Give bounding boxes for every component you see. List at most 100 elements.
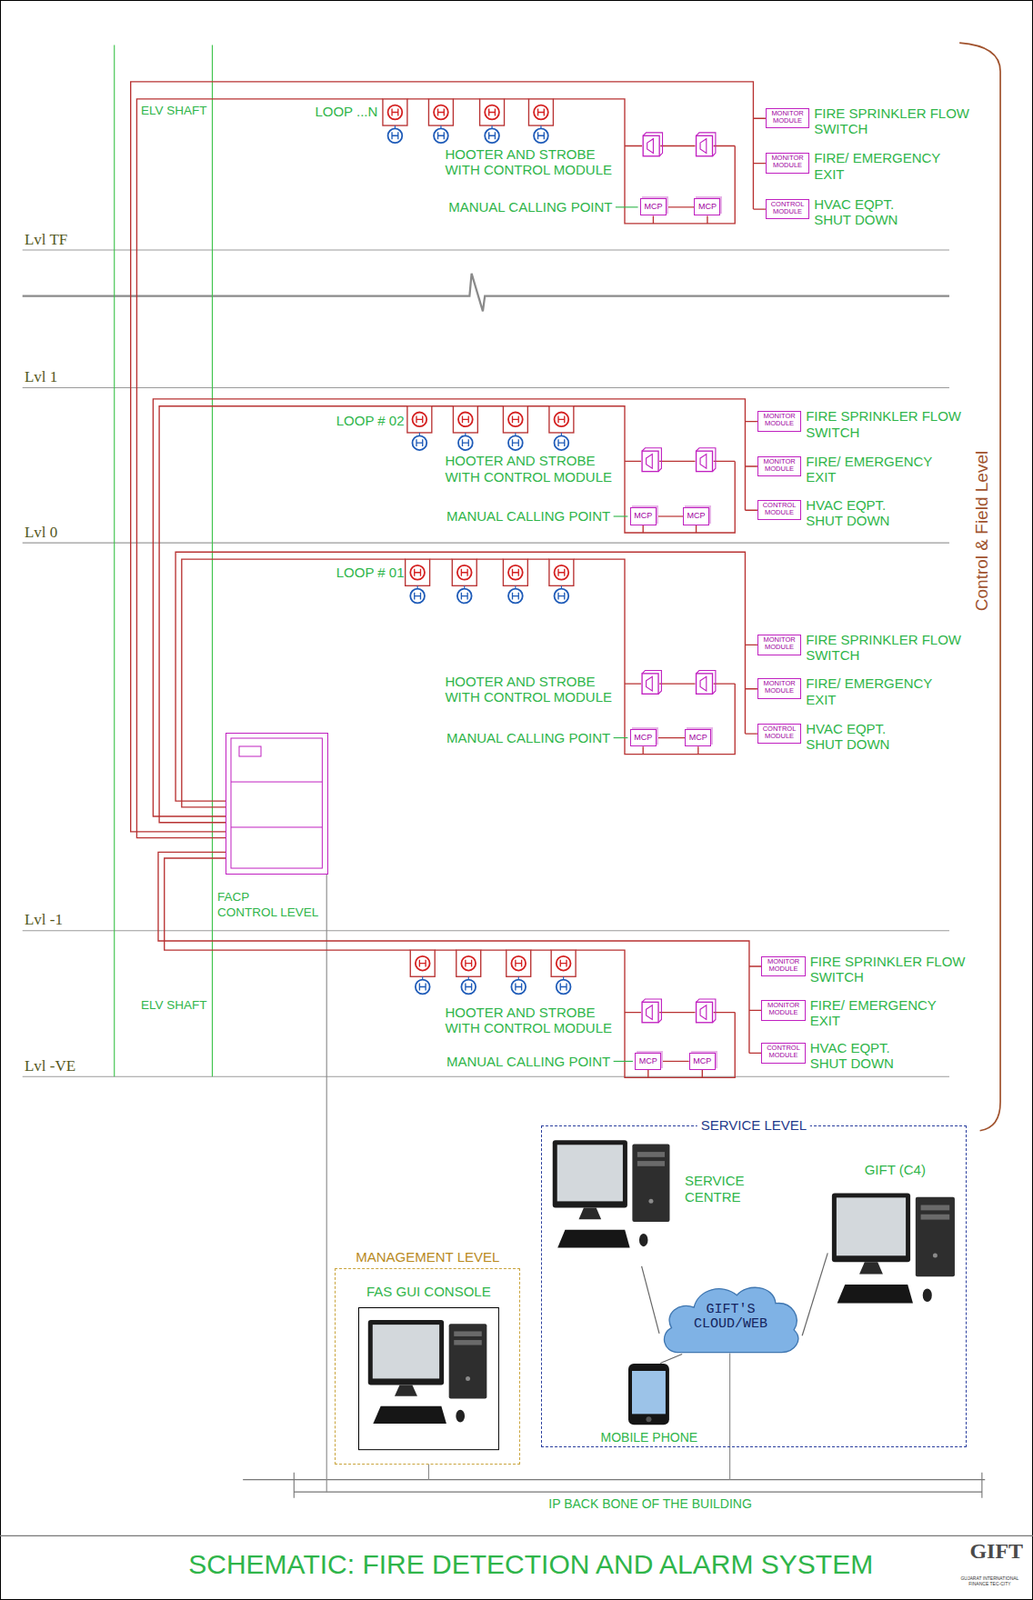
hooter-strobe [696,673,713,694]
module-box: MONITOR MODULEFIRE SPRINKLER FLOW SWITCH [757,634,802,655]
smoke-detector [458,435,473,451]
service-level-region: SERVICE CENTREGIFT (C4)GIFT'S CLOUD/WEBM… [541,1125,967,1448]
connector [641,1266,660,1334]
node-text: GIFT (C4) [827,1162,963,1178]
detector-glyph [416,415,423,423]
manual-call-point: MCP [630,507,657,525]
manual-call-point: MCP [640,198,667,216]
detector-glyph [465,983,472,992]
hooter-depth [696,448,716,472]
node-illustration [226,733,327,873]
hooter-depth [696,671,716,695]
heat-detector [412,412,428,428]
pc-tower [915,1196,955,1277]
management-level-region: FAS GUI CONSOLEMANAGEMENT LEVEL [334,1268,521,1465]
detector-glyph [558,569,565,577]
monitor-stand [860,1262,884,1274]
detector-glyph [461,592,468,601]
node-text: MANAGEMENT LEVEL [355,1249,500,1265]
heat-detector [388,105,403,121]
phone-body [628,1363,670,1425]
logo-subtitle: GUJARAT INTERNATIONAL FINANCE TEC-CITY [952,1576,1026,1587]
node-text: FACP [217,890,250,905]
ip-backbone [242,1473,985,1499]
device-label: MANUAL CALLING POINT [446,1053,611,1070]
pc-tower [631,1144,670,1224]
node-text: MONITOR MODULE [763,958,803,973]
phone-screen [631,1371,666,1415]
drive-bay [453,1331,482,1336]
node-text: MCP [639,1057,658,1066]
heat-detector [461,956,476,972]
hooter-cone [647,139,654,154]
detector-glyph [489,131,496,140]
manual-call-point: MCP [634,1053,662,1071]
detector-frame [480,99,505,126]
heat-detector [556,956,572,972]
detector-glyph [538,109,545,117]
detector-frame [502,559,528,586]
module-box: MONITOR MODULEFIRE/ EMERGENCY EXIT [761,1000,805,1021]
connector [656,737,685,739]
panel-divider [230,782,322,783]
detector-frame [405,559,431,586]
detector-glyph [461,569,468,577]
monitor-bezel [552,1141,628,1209]
node-text: MONITOR MODULE [760,636,799,652]
leader-line [613,1061,633,1063]
detector-glyph [512,439,520,447]
module-box: MONITOR MODULEFIRE/ EMERGENCY EXIT [765,152,810,173]
heat-detector [554,412,570,428]
panel-divider [230,826,322,828]
level-line [22,387,950,389]
hooter-strobe [642,135,660,156]
network-drop [326,874,328,1493]
cloud-outline [664,1287,799,1353]
loop-label: LOOP ...N [314,103,378,120]
panel-display [239,746,261,757]
monitor-bezel [368,1320,444,1385]
mobile-phone: MOBILE PHONE [592,1363,705,1446]
power-button [932,1253,938,1258]
device-label: MANUAL CALLING POINT [448,199,612,215]
module-box: CONTROL MODULEHVAC EQPT. SHUT DOWN [757,500,802,521]
module-box: MONITOR MODULEFIRE SPRINKLER FLOW SWITCH [761,956,805,977]
node-text: SERVICE CENTRE [684,1173,751,1205]
node-text: MCP [698,202,717,211]
drive-bay [921,1204,951,1211]
smoke-detector [508,435,523,451]
node-text: CONTROL MODULE [760,501,799,517]
keyboard [837,1284,913,1304]
level-label: Lvl 1 [24,368,58,387]
node-text: FAS GUI CONSOLE [343,1283,513,1300]
node-text: CONTROL MODULE [768,200,807,216]
hooter-depth [641,999,662,1023]
node-text: MCP [633,733,652,743]
break-line [22,273,950,312]
hooter-depth [696,999,716,1023]
node-text: MCP [687,511,706,521]
heat-detector [554,565,570,581]
smoke-detector [533,128,549,143]
detector-glyph [438,131,445,140]
manual-call-point: MCP [630,729,657,747]
heat-detector [457,565,472,581]
mouse [639,1233,649,1247]
detector-frame [506,950,532,977]
node-text: MONITOR MODULE [760,458,799,473]
node-text: MONITOR MODULE [763,1002,803,1017]
node-illustration [358,1307,500,1451]
connector [666,206,694,208]
node-heading: HVAC EQPT. SHUT DOWN [805,497,915,530]
smoke-detector [484,128,500,143]
connector [802,1253,828,1336]
drive-bay [637,1152,665,1158]
fire-alarm-panel: FACPCONTROL LEVEL [225,732,329,875]
node-heading: FIRE/ EMERGENCY EXIT [805,453,952,486]
detector-glyph [438,109,445,117]
network-drop [428,1464,430,1481]
pc-tower [449,1323,488,1399]
node-text: MONITOR MODULE [768,154,807,170]
